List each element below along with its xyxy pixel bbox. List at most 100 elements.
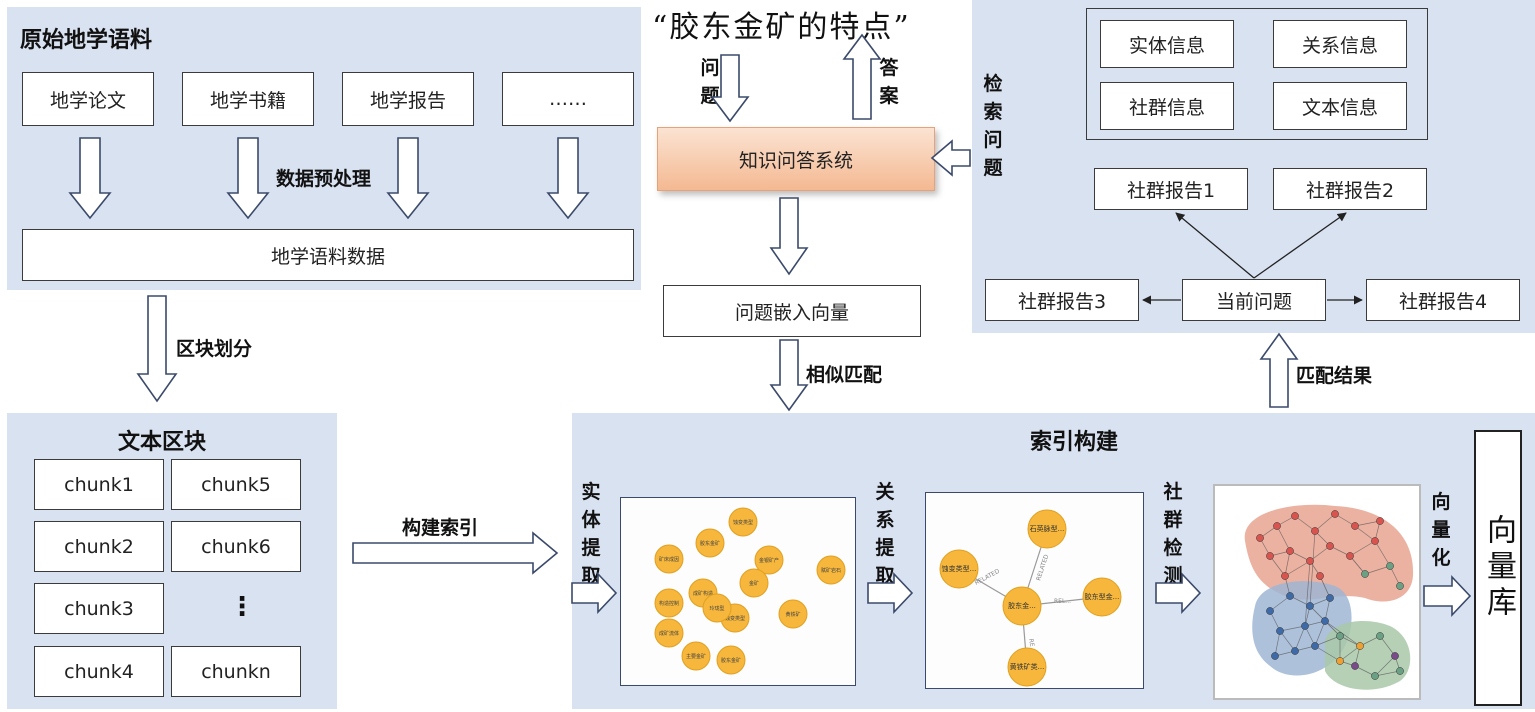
arrow-entity xyxy=(571,571,618,615)
entity-node-circle xyxy=(754,545,784,575)
entity-node-circle xyxy=(728,507,758,537)
relation-node: 黄铁矿类... xyxy=(1007,647,1047,687)
community-edge xyxy=(1284,550,1291,577)
community-edge xyxy=(1319,575,1331,599)
vector-db-label: 向量库 xyxy=(1481,514,1516,622)
entity-node-circle xyxy=(778,599,808,629)
community-edge xyxy=(1354,520,1381,527)
text-block-title: 文本区块 xyxy=(118,430,207,455)
community-node xyxy=(1386,562,1394,570)
relation-node-circle xyxy=(1027,509,1067,549)
community-node xyxy=(1291,512,1299,520)
community-edge xyxy=(1276,525,1291,552)
conn-to-report-2 xyxy=(1253,212,1347,279)
arrow-down-1 xyxy=(68,137,112,220)
entity-node-label: 赋矿岩石 xyxy=(821,567,841,574)
entity-extract-label: 实体提取 xyxy=(581,481,601,587)
build-index-label: 构建索引 xyxy=(402,517,479,539)
relation-node-circle xyxy=(1007,647,1047,687)
relation-node-circle xyxy=(1002,586,1042,626)
community-edge xyxy=(1374,670,1401,677)
entity-node: 构造控制 xyxy=(654,588,684,618)
relation-extract-label: 关系提取 xyxy=(875,481,895,587)
community-edge xyxy=(1279,630,1296,652)
chunk-2: chunk2 xyxy=(34,521,164,572)
chunk-1: chunk1 xyxy=(34,459,164,510)
entity-node: 玲珑型 xyxy=(702,593,732,623)
source-books: 地学书籍 xyxy=(182,72,314,126)
chunking-label: 区块划分 xyxy=(176,338,253,360)
current-question: 当前问题 xyxy=(1182,279,1326,321)
source-papers: 地学论文 xyxy=(22,72,154,126)
community-node xyxy=(1311,527,1319,535)
relation-node: 胶东金... xyxy=(1002,586,1042,626)
community-edge xyxy=(1284,560,1311,577)
relation-node-circle xyxy=(939,549,979,589)
relation-node: 胶东型金... xyxy=(1082,577,1122,617)
community-node xyxy=(1396,667,1404,675)
community-edge xyxy=(1374,540,1391,567)
community-node xyxy=(1351,662,1359,670)
community-edge xyxy=(1314,645,1341,662)
community-node xyxy=(1286,592,1294,600)
relation-node-label: 黄铁矿类... xyxy=(1010,662,1045,671)
community-edge xyxy=(1279,625,1306,632)
entity-node: 金矿 xyxy=(739,568,769,598)
community-edge xyxy=(1349,540,1376,557)
community-node xyxy=(1326,542,1334,550)
entity-node: 胶东金矿 xyxy=(695,528,725,558)
answer-label: 答案 xyxy=(879,57,899,107)
entity-node-label: 蚀变类型 xyxy=(725,615,745,622)
edge-label-c: REL... xyxy=(1054,598,1071,605)
entity-node-circle xyxy=(654,544,684,574)
vectorize-label: 向量化 xyxy=(1431,491,1451,569)
community-node xyxy=(1266,607,1274,615)
search-question-label: 检索问题 xyxy=(983,73,1003,179)
chunk-ellipsis: ⋮ xyxy=(229,592,255,622)
community-detect-label: 社群检测 xyxy=(1163,481,1183,587)
entity-node-label: 玲珑型 xyxy=(709,605,724,612)
community-node xyxy=(1336,657,1344,665)
entity-info: 实体信息 xyxy=(1100,20,1234,68)
community-node xyxy=(1391,652,1399,660)
entity-node-label: 成矿流体 xyxy=(659,630,679,637)
relation-node: 蚀变类型... xyxy=(939,549,979,589)
community-edge xyxy=(1294,515,1316,532)
community-edge xyxy=(1374,655,1396,677)
community-node xyxy=(1281,572,1289,580)
community-node xyxy=(1266,552,1274,560)
community-edge xyxy=(1334,513,1356,527)
relation-node-circle xyxy=(1082,577,1122,617)
chunk-6: chunk6 xyxy=(171,521,301,572)
chunk-5: chunk5 xyxy=(171,459,301,510)
entity-node-circle xyxy=(654,588,684,618)
community-graph-svg xyxy=(1244,504,1414,690)
source-reports: 地学报告 xyxy=(342,72,474,126)
source-more: …… xyxy=(502,72,634,126)
arrow-down-4 xyxy=(546,137,590,220)
community-edge xyxy=(1304,560,1311,627)
entity-node: 矿床成因 xyxy=(654,544,684,574)
text-info: 文本信息 xyxy=(1273,82,1407,130)
community-green xyxy=(1325,621,1411,690)
community-edge xyxy=(1324,597,1331,622)
chunk-n: chunkn xyxy=(171,646,301,697)
entity-node-circle xyxy=(716,645,746,675)
community-node xyxy=(1396,582,1404,590)
community-edge xyxy=(1379,635,1396,657)
entity-node-label: 胶东金矿 xyxy=(700,540,720,547)
entity-node: 赋矿岩石 xyxy=(816,555,846,585)
community-node xyxy=(1291,647,1299,655)
entity-node-label: 主要金矿 xyxy=(686,653,706,660)
community-node xyxy=(1286,547,1294,555)
entity-node: 黄铁矿 xyxy=(778,599,808,629)
entity-node-circle xyxy=(702,593,732,623)
entity-node: 金银矿产 xyxy=(754,545,784,575)
community-edge xyxy=(1339,645,1361,662)
arrow-chunking xyxy=(136,295,178,403)
chunk-4: chunk4 xyxy=(34,646,164,697)
entity-node: 成矿流体 xyxy=(654,618,684,648)
edge-label-d: RE xyxy=(1027,638,1035,647)
community-graph xyxy=(1213,484,1421,700)
